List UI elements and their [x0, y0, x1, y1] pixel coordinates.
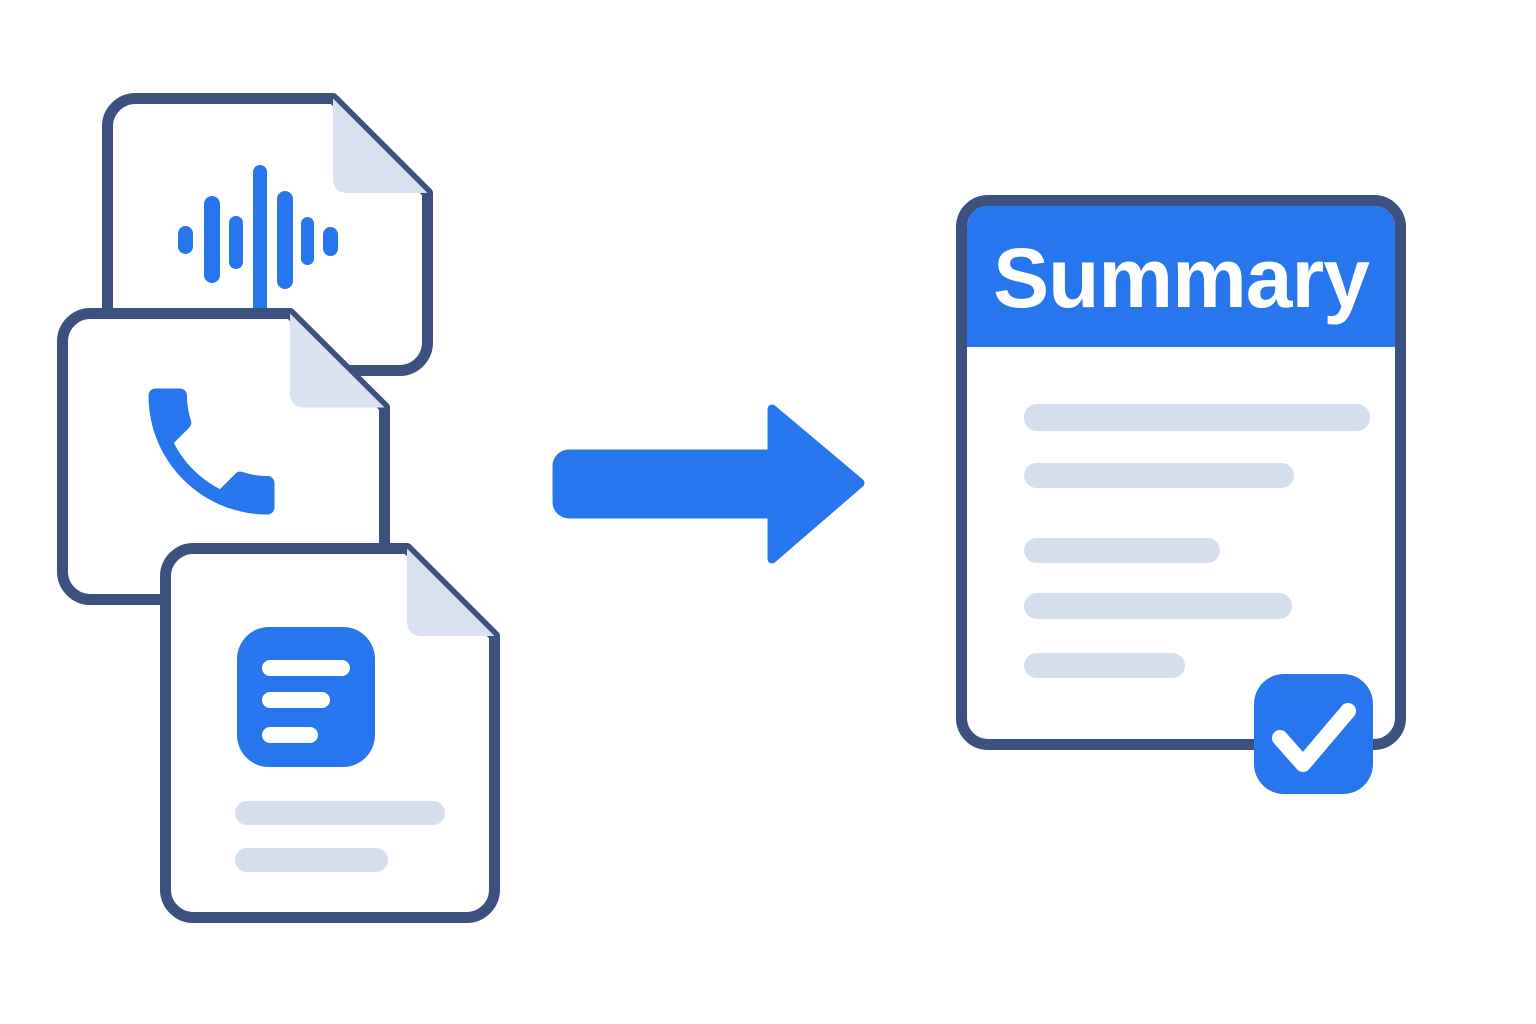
- document-text-icon: [237, 627, 375, 767]
- placeholder-lines: [235, 801, 445, 872]
- placeholder-line: [1024, 538, 1220, 563]
- text-notes-document: [160, 543, 500, 923]
- summary-header: Summary: [967, 206, 1395, 347]
- summary-document: Summary: [956, 195, 1406, 794]
- checkmark-badge: [1254, 674, 1373, 794]
- placeholder-line: [1024, 593, 1292, 619]
- phone-icon: [148, 388, 275, 515]
- folded-corner: [333, 98, 428, 193]
- placeholder-line: [1024, 463, 1294, 488]
- audio-waveform-icon: [178, 165, 338, 318]
- folded-corner: [407, 548, 495, 636]
- folded-corner: [290, 313, 385, 408]
- summary-title: Summary: [993, 230, 1370, 325]
- placeholder-line: [1024, 653, 1185, 678]
- placeholder-line: [1024, 404, 1370, 431]
- checkmark-icon: [1272, 703, 1356, 772]
- placeholder-line: [235, 801, 445, 825]
- placeholder-line: [235, 848, 388, 872]
- right-arrow-icon: [552, 404, 865, 564]
- summary-document-body: Summary: [967, 206, 1395, 739]
